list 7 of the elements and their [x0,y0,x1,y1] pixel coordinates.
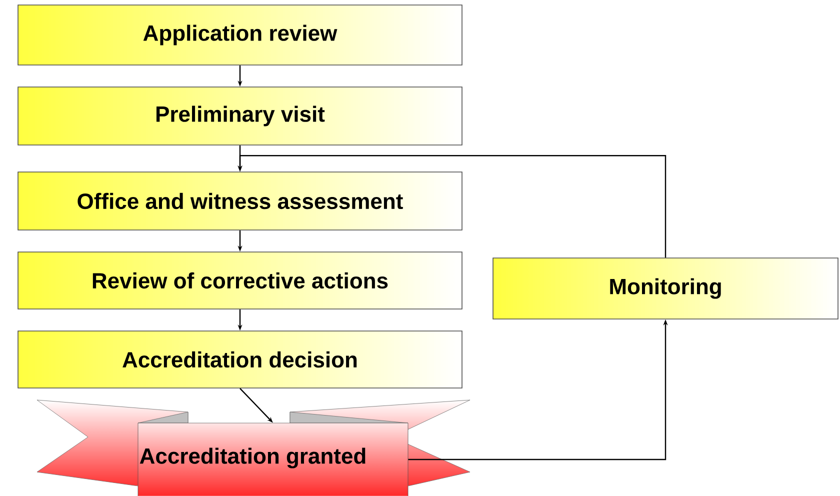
process-box: Accreditation decision [18,330,462,388]
process-box: Preliminary visit [18,86,462,146]
process-box: Monitoring [492,258,838,320]
process-box: Office and witness assessment [18,172,462,230]
ribbon-banner: Accreditation granted [36,400,470,496]
process-box: Review of corrective actions [18,252,462,310]
process-box: Application review [18,4,462,66]
